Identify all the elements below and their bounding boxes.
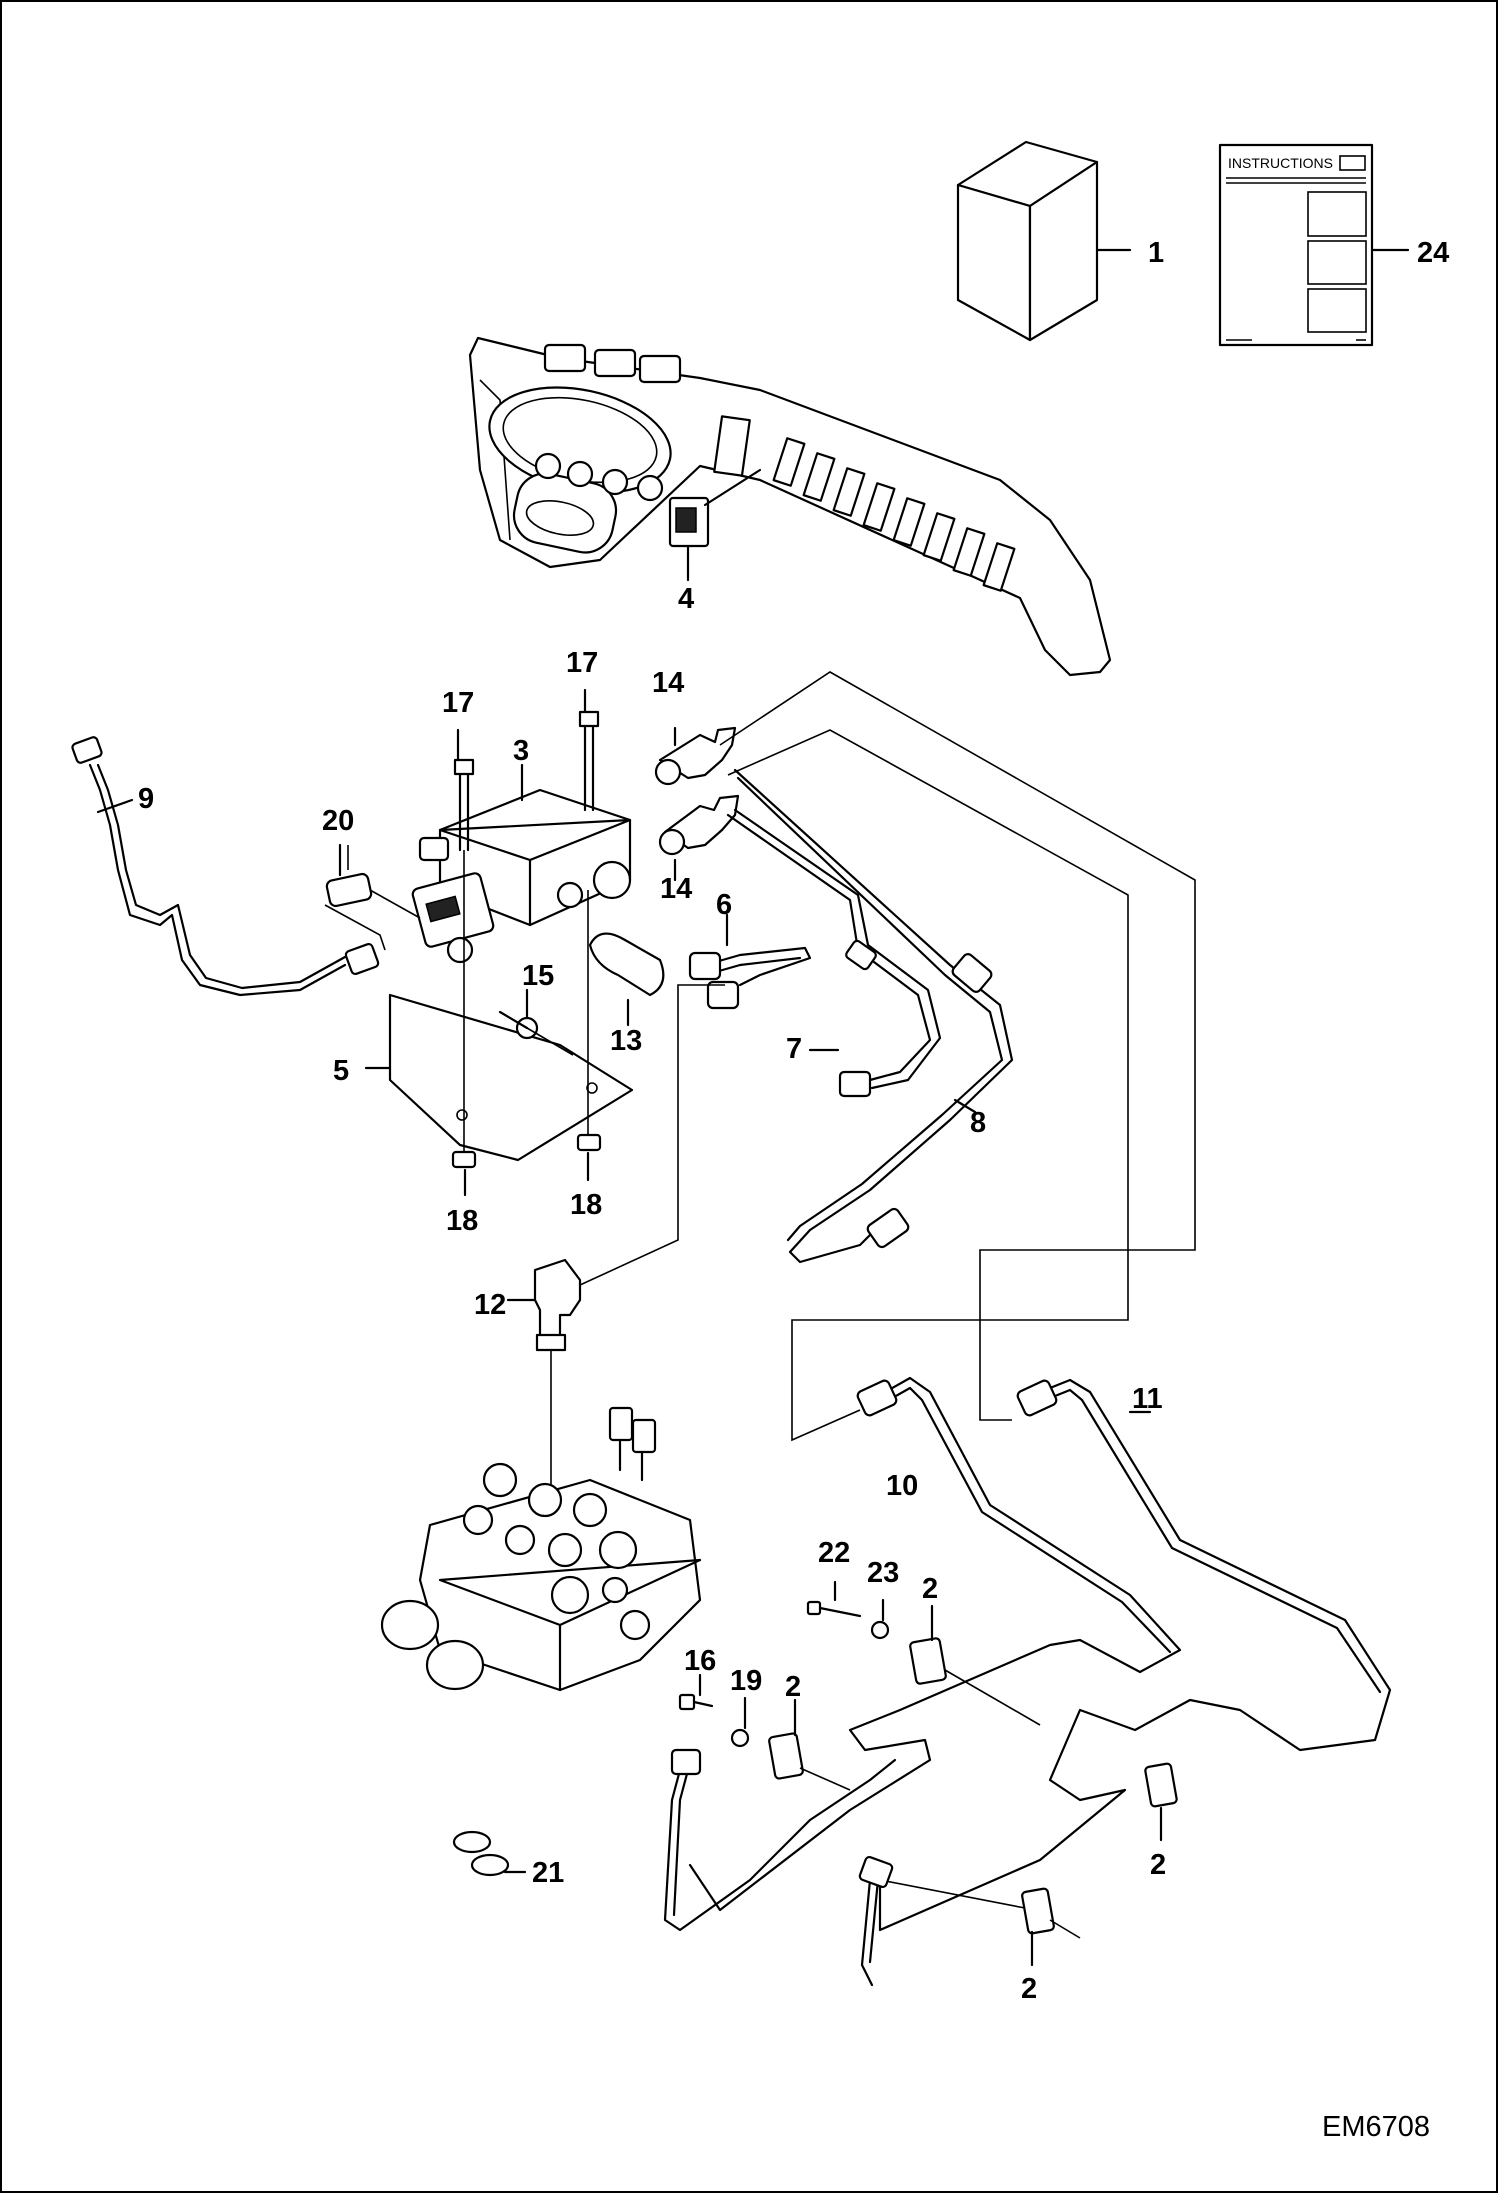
callout-15: 15 (522, 960, 554, 992)
callout-8: 8 (970, 1107, 986, 1139)
callout-7: 7 (786, 1033, 802, 1065)
callout-19: 19 (730, 1665, 762, 1697)
callout-2a: 2 (922, 1573, 938, 1605)
callout-16: 16 (684, 1645, 716, 1677)
tube-9 (71, 736, 380, 997)
routing-lines (579, 671, 1196, 1442)
callout-5: 5 (333, 1055, 349, 1087)
main-control-valve (380, 1406, 702, 1692)
instructions-title: INSTRUCTIONS (1228, 155, 1333, 171)
callout-9: 9 (138, 783, 154, 815)
callout-22: 22 (818, 1537, 850, 1569)
callout-21: 21 (532, 1857, 564, 1889)
control-panel (468, 336, 1112, 677)
callout-11: 11 (1132, 1383, 1163, 1415)
tube-7 (726, 808, 942, 1098)
callout-10: 10 (886, 1470, 918, 1502)
callout-20: 20 (322, 805, 354, 837)
callout-12: 12 (474, 1289, 506, 1321)
callout-17b: 17 (566, 647, 598, 679)
tube-11 (878, 1378, 1392, 1932)
tube-6 (688, 913, 812, 1010)
drawing-number: EM6708 (1322, 2111, 1430, 2143)
callout-14b: 14 (660, 873, 692, 905)
valve-block-assembly (324, 710, 665, 1169)
kit-box (956, 140, 1132, 342)
callout-18a: 18 (446, 1205, 478, 1237)
callout-18b: 18 (570, 1189, 602, 1221)
elbow-12 (506, 1258, 582, 1500)
callout-3: 3 (513, 735, 529, 767)
callout-14a: 14 (652, 667, 684, 699)
callout-23: 23 (867, 1557, 899, 1589)
callout-2b: 2 (785, 1671, 801, 1703)
callout-13: 13 (610, 1025, 642, 1057)
callout-17a: 17 (442, 687, 474, 719)
tee-fittings (654, 726, 740, 882)
instructions-sheet: INSTRUCTIONS (1218, 143, 1410, 347)
callout-2c: 2 (1150, 1849, 1166, 1881)
hose-clamps (452, 1830, 527, 1877)
tube-10 (688, 1376, 1182, 1912)
tube-lower (663, 1748, 897, 1987)
callout-1: 1 (1148, 237, 1164, 269)
callout-6: 6 (716, 889, 732, 921)
callout-24: 24 (1417, 237, 1449, 269)
callout-4: 4 (678, 583, 694, 615)
tube-8 (733, 768, 1014, 1264)
leader-lines (338, 688, 934, 1737)
callout-2d: 2 (1021, 1973, 1037, 2005)
clamp-hardware (678, 1600, 1178, 1967)
callout-labels: 1 24 4 17 17 14 14 3 9 20 6 15 13 7 5 8 … (138, 237, 1449, 2005)
